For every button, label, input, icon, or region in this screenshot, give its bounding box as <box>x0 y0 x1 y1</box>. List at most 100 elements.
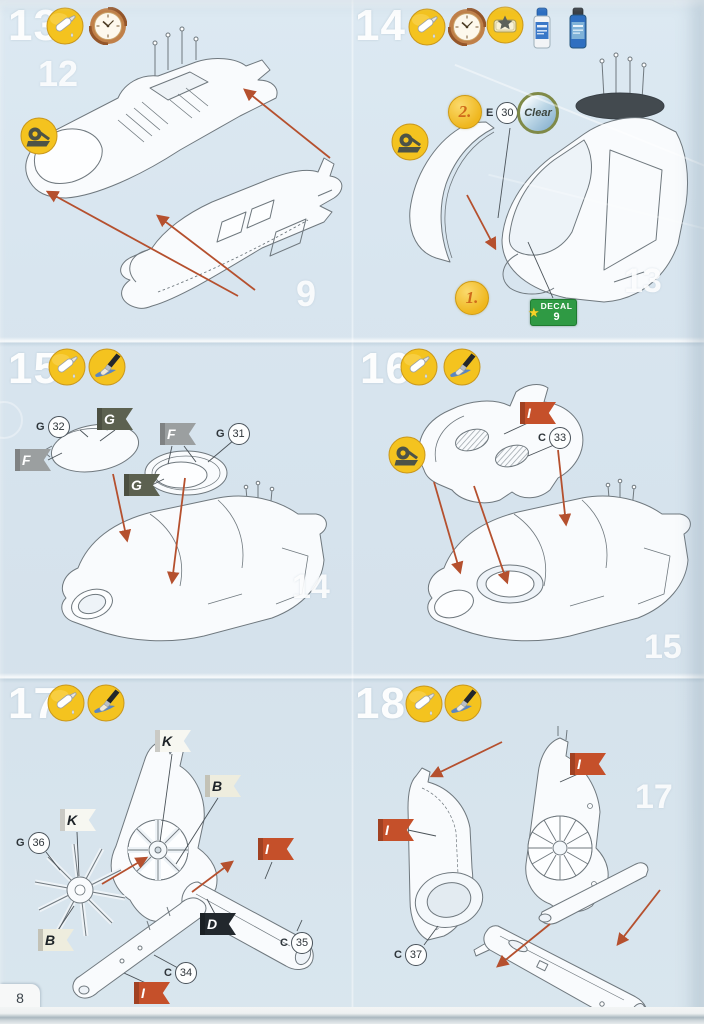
part-callout-c33: C 33 <box>538 427 571 449</box>
ghost-assembly-ref: 17 <box>635 778 673 816</box>
leader-lines <box>45 753 303 985</box>
decal-label: DECAL <box>540 301 573 312</box>
step-panel-17: 17 K B K B D I I G 36 C 34 C 35 <box>0 678 352 1008</box>
part-callout-c37: C 37 <box>394 944 427 966</box>
cover-parts <box>42 423 228 496</box>
leader-lines <box>47 429 235 487</box>
assembly-arrows <box>433 449 572 585</box>
canopy-part <box>409 121 495 263</box>
part-letter: G <box>16 837 25 849</box>
part-callout-g31: G 31 <box>216 423 250 445</box>
paint-flag-b: B <box>205 775 241 797</box>
star-icon: ★ <box>528 305 540 320</box>
glue-icon <box>48 348 86 386</box>
nose-fuselage <box>427 478 691 642</box>
substep-2-badge: 2. <box>448 95 482 129</box>
fuselage-half <box>120 157 343 309</box>
step-panel-15: 15 14 G 32 G 31 G F F G <box>0 342 352 678</box>
masking-tape-icon <box>391 123 429 161</box>
page-number-tab: 8 <box>0 984 40 1011</box>
fuselage <box>501 52 689 303</box>
masking-tape-icon <box>20 117 58 155</box>
step-panel-13: 13 12 9 <box>0 0 352 342</box>
leader-lines <box>497 127 554 299</box>
fin-outer-half <box>525 726 609 913</box>
part-number: 36 <box>27 832 50 854</box>
step-number: 18 <box>355 679 406 728</box>
part-callout-g32: G 32 <box>36 416 70 438</box>
part-letter: C <box>280 937 288 949</box>
part-number: 34 <box>174 962 197 984</box>
glue-icon <box>46 7 84 45</box>
part-callout-e30: E 30 <box>486 102 519 124</box>
part-letter: G <box>216 428 225 440</box>
step-13-illustration <box>25 26 343 309</box>
part-letter: G <box>36 421 45 433</box>
paint-flag-k: K <box>155 730 191 752</box>
step-14-illustration <box>409 52 689 303</box>
part-number: 32 <box>47 416 70 438</box>
paint-brush-icon <box>443 348 481 386</box>
ghost-part-ref: 9 <box>296 273 317 314</box>
step-number: 14 <box>355 1 406 50</box>
part-letter: C <box>394 949 402 961</box>
interior-assembly <box>25 26 278 199</box>
glue-icon <box>47 684 85 722</box>
step-panel-18: 18 17 I I C 37 <box>352 678 704 1008</box>
assembly-arrows <box>429 741 661 968</box>
decal-9-badge: ★ DECAL 9 <box>528 299 577 326</box>
part-number: 33 <box>548 427 571 449</box>
step-18-illustration <box>407 726 661 1008</box>
paint-flag-i: I <box>378 819 414 841</box>
clock-icon <box>447 7 487 47</box>
part-letter: C <box>538 432 546 444</box>
clock-icon <box>88 6 128 46</box>
clear-glue-bottle-icon <box>565 6 591 52</box>
step-panel-16: 16 15 I C 33 <box>352 342 704 678</box>
decal-set-bottle-icon <box>529 6 555 52</box>
paint-flag-g: G <box>124 474 160 496</box>
paint-brush-icon <box>88 348 126 386</box>
assembly-arrows <box>112 473 186 585</box>
paint-brush-icon <box>444 684 482 722</box>
glue-icon <box>408 8 446 46</box>
step-16-illustration <box>418 384 691 642</box>
part-letter: C <box>164 967 172 979</box>
paint-flag-i: I <box>134 982 170 1004</box>
leader-lines <box>503 421 555 457</box>
part-number: 35 <box>290 932 313 954</box>
paint-flag-f: F <box>160 423 196 445</box>
masking-tape-icon <box>388 436 426 474</box>
part-callout-c34: C 34 <box>164 962 197 984</box>
part-callout-g36: G 36 <box>16 832 50 854</box>
part-number: 30 <box>496 102 519 124</box>
part-callout-c35: C 35 <box>280 932 313 954</box>
assembly-arrow <box>466 194 497 251</box>
nose-fuselage <box>61 480 327 642</box>
ghost-assembly-ref: 12 <box>38 53 79 94</box>
assembly-arrows <box>101 856 235 893</box>
decal-application-icon <box>486 6 524 44</box>
paint-flag-g: G <box>97 408 133 430</box>
paint-flag-i: I <box>570 753 606 775</box>
part-number: 31 <box>227 423 250 445</box>
paint-flag-i: I <box>258 838 294 860</box>
part-letter: E <box>486 107 494 119</box>
ghost-assembly-ref: 14 <box>292 568 330 606</box>
glue-icon <box>400 348 438 386</box>
leader-lines <box>407 773 579 946</box>
clear-part-badge: Clear <box>517 92 559 134</box>
paint-flag-i: I <box>520 402 556 424</box>
substep-1-badge: 1. <box>455 281 489 315</box>
part-number: 37 <box>404 944 427 966</box>
page-bottom-edge <box>0 1007 704 1024</box>
step-15-illustration <box>0 401 327 642</box>
page-number: 8 <box>16 989 24 1006</box>
assembly-arrows <box>45 88 331 297</box>
step-panel-14: 14 13 2. E 30 Clear 1. ★ DECAL 9 <box>352 0 704 342</box>
paint-flag-f: F <box>15 449 51 471</box>
ghost-assembly-ref: 13 <box>624 262 662 300</box>
paint-flag-d: D <box>200 913 236 935</box>
decal-number: 9 <box>553 310 560 323</box>
